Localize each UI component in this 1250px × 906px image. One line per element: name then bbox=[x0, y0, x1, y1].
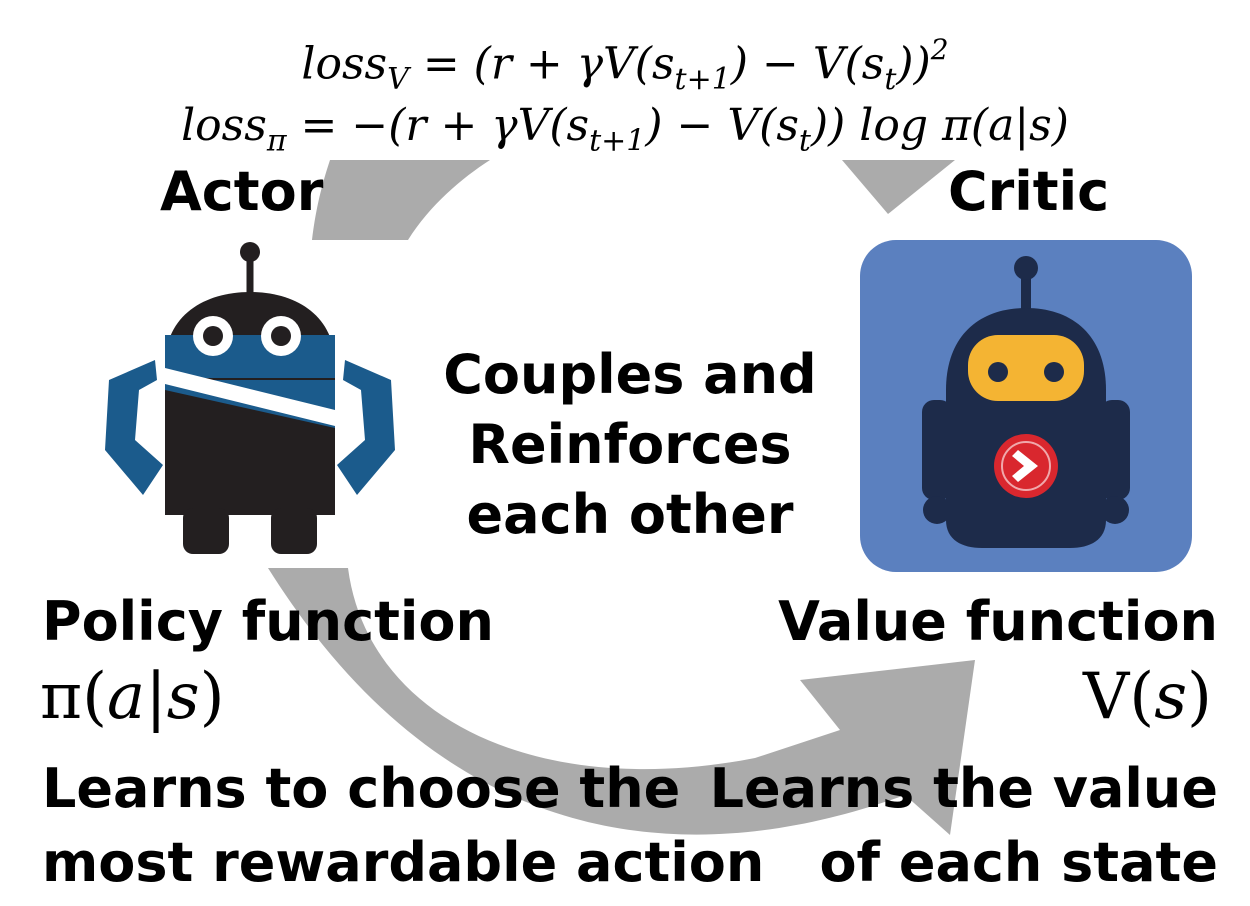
bottom-arrow bbox=[268, 568, 975, 835]
value-loss-equation: lossV = (r + γV(st+1) − V(st))2 bbox=[301, 33, 949, 98]
critic-title: Critic bbox=[948, 160, 1110, 223]
top-arrow bbox=[312, 160, 490, 240]
actor-description: Learns to choose the most rewardable act… bbox=[42, 752, 764, 900]
value-function-label: Value function bbox=[778, 590, 1218, 653]
center-line-3: each other bbox=[466, 483, 794, 546]
center-line-2: Reinforces bbox=[468, 413, 792, 476]
actor-description-line-1: Learns to choose the bbox=[42, 757, 681, 820]
policy-function-label: Policy function bbox=[42, 590, 494, 653]
actor-robot-icon bbox=[105, 242, 395, 554]
policy-math: π(a|s) bbox=[40, 660, 225, 734]
critic-description-line-1: Learns the value bbox=[709, 757, 1218, 820]
center-line-1: Couples and bbox=[443, 343, 817, 406]
center-caption: Couples and Reinforces each other bbox=[430, 340, 830, 550]
policy-loss-equation: lossπ = −(r + γV(st+1) − V(st)) log π(a|… bbox=[181, 100, 1069, 159]
actor-title: Actor bbox=[160, 160, 324, 223]
critic-robot-icon bbox=[860, 240, 1192, 572]
value-math: V(s) bbox=[1083, 660, 1212, 734]
actor-description-line-2: most rewardable action bbox=[42, 831, 765, 894]
critic-description: Learns the value of each state bbox=[710, 752, 1218, 900]
critic-description-line-2: of each state bbox=[819, 831, 1218, 894]
top-arrow-head bbox=[842, 160, 955, 214]
